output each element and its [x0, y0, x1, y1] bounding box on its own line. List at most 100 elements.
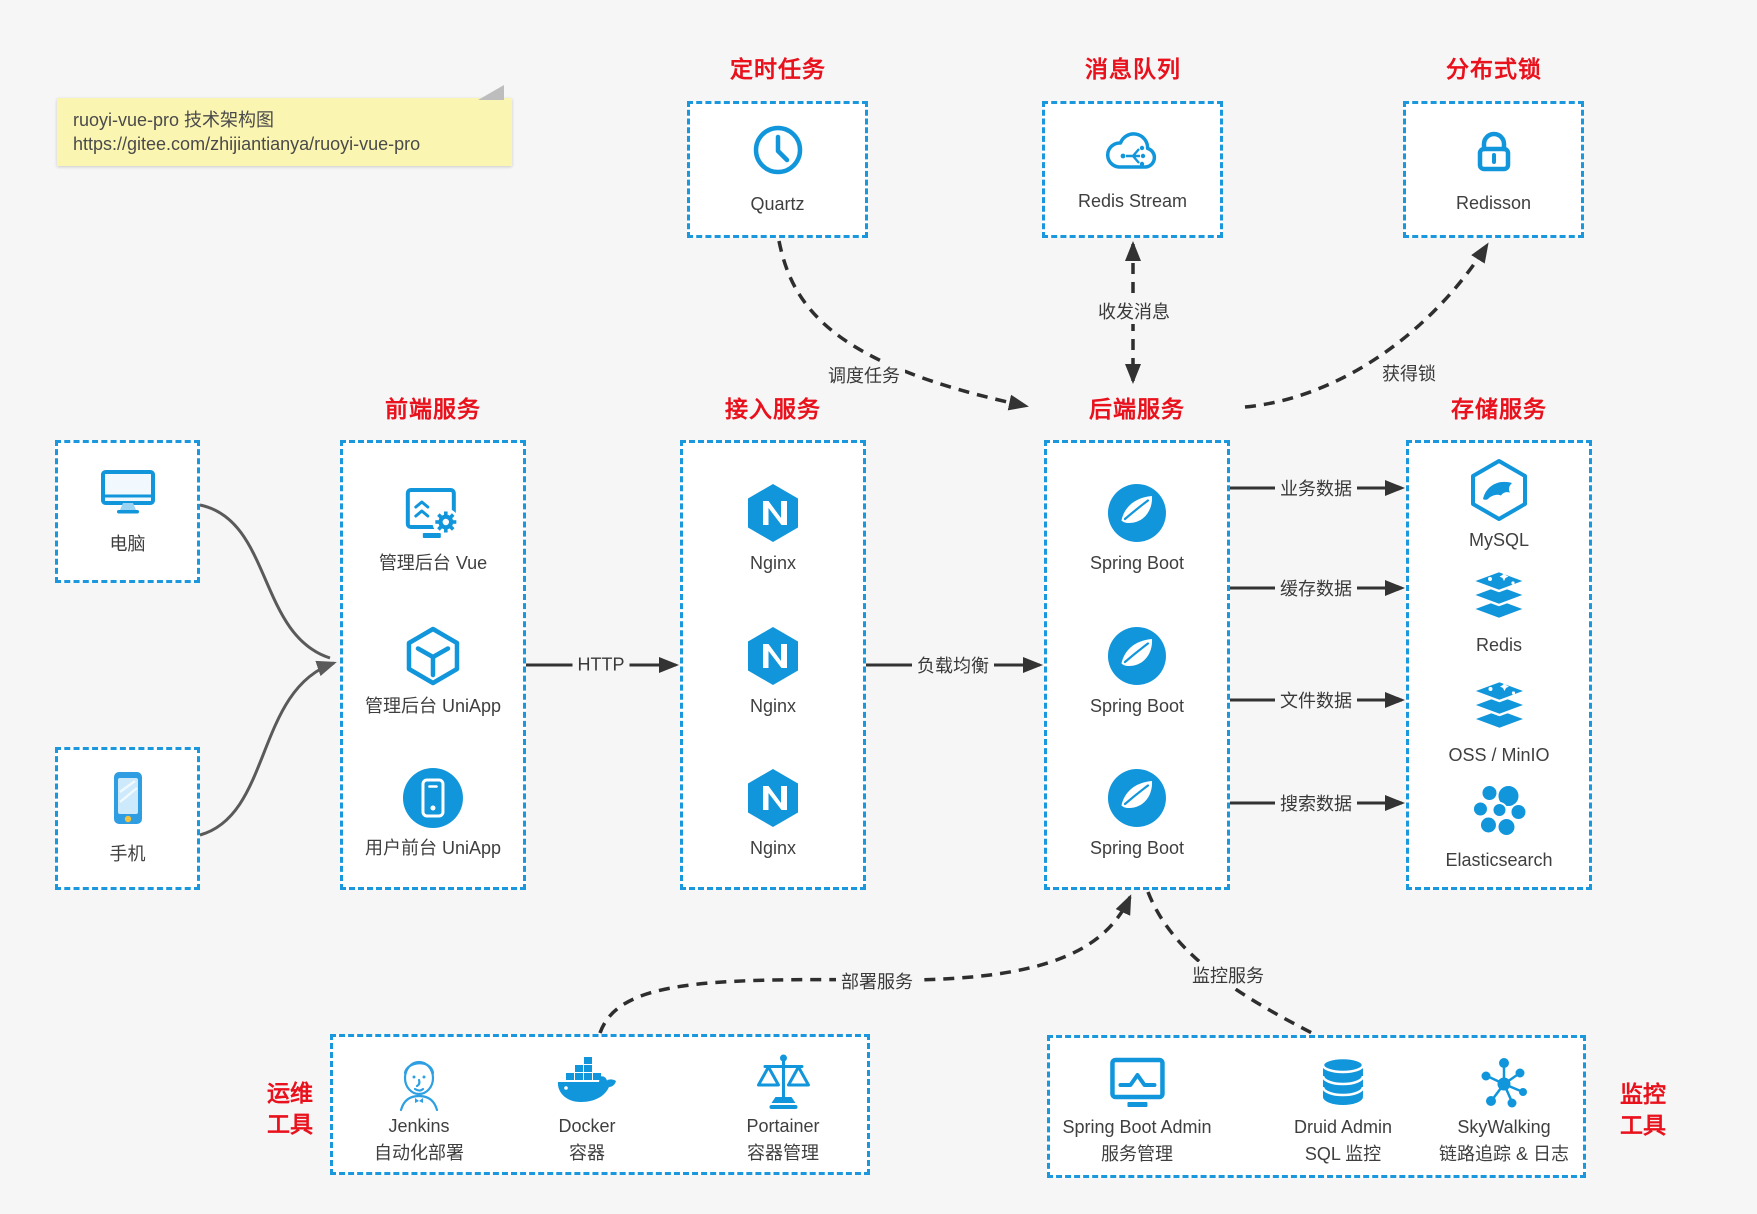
title-frontend-services: 前端服务 [385, 396, 481, 422]
node-label: Redis Stream [1077, 191, 1188, 212]
node-label: 手机 [109, 844, 146, 865]
node-jenkins: Jenkins 自动化部署 [374, 1053, 464, 1166]
node-admin-uniapp: 管理后台 UniApp [365, 623, 501, 718]
node-redisson: Redisson [1403, 101, 1584, 238]
node-docker: Docker 容器 [556, 1053, 618, 1166]
title-scheduled-tasks: 定时任务 [730, 56, 826, 82]
node-admin-vue: 管理后台 Vue [379, 480, 487, 575]
node-pc-client: 电脑 [55, 440, 200, 583]
desktop-icon [98, 466, 158, 523]
edge-label-deploy: 部署服务 [836, 968, 918, 994]
monitor-chart-icon [1108, 1054, 1166, 1112]
title-line: 工具 [267, 1111, 313, 1137]
title-ops-tools: 运维 工具 [267, 1078, 313, 1140]
title-backend-services: 后端服务 [1089, 396, 1185, 422]
note-fold-corner [478, 85, 504, 100]
node-label: Spring Boot [1089, 838, 1185, 858]
edge-label-search-data: 搜索数据 [1275, 790, 1357, 816]
lock-icon [1466, 123, 1522, 182]
node-label: Nginx [749, 553, 797, 573]
node-springboot-2: Spring Boot [1090, 623, 1184, 718]
spring-icon [1106, 623, 1168, 689]
node-label: 电脑 [109, 534, 146, 555]
gateway-column: Nginx Nginx Nginx [680, 440, 866, 890]
cloud-stream-icon [1102, 125, 1164, 180]
tool-desc: SQL 监控 [1304, 1144, 1382, 1165]
node-label: Redisson [1455, 193, 1532, 214]
edge-label-lock: 获得锁 [1377, 360, 1441, 386]
title-monitor-tools: 监控 工具 [1620, 1079, 1666, 1141]
node-portainer: Portainer 容器管理 [746, 1053, 820, 1166]
node-label: 管理后台 UniApp [364, 696, 502, 716]
admin-vue-icon [402, 480, 464, 546]
node-skywalking: SkyWalking 链路追踪 & 日志 [1439, 1054, 1569, 1167]
database-icon [1317, 1054, 1369, 1112]
title-line: 工具 [1620, 1112, 1666, 1138]
ops-tools-box: Jenkins 自动化部署 Docker 容器 [330, 1034, 870, 1175]
tool-desc: 服务管理 [1101, 1144, 1173, 1165]
monitor-tools-box: Spring Boot Admin 服务管理 Druid Admin SQL 监… [1047, 1035, 1586, 1178]
node-mysql: MySQL [1467, 457, 1531, 552]
node-label: Redis [1475, 635, 1523, 655]
clock-icon [750, 122, 806, 183]
nginx-icon [743, 623, 803, 689]
nginx-icon [743, 765, 803, 831]
portainer-icon [755, 1053, 811, 1111]
jenkins-icon [391, 1053, 447, 1112]
phone-to-frontend-curve [199, 660, 337, 837]
node-mobile-client: 手机 [55, 747, 200, 890]
note-title: ruoyi-vue-pro 技术架构图 [73, 110, 275, 130]
edge-label-schedule: 调度任务 [823, 362, 905, 388]
deploy-service-arrow [598, 894, 1132, 1034]
node-label: Spring Boot [1089, 553, 1185, 573]
title-distributed-lock: 分布式锁 [1446, 56, 1542, 82]
docker-icon [556, 1053, 618, 1111]
tool-name: Spring Boot Admin [1062, 1117, 1212, 1137]
node-label: OSS / MinIO [1448, 745, 1550, 765]
title-message-queue: 消息队列 [1085, 56, 1181, 82]
edge-label-load-balance: 负载均衡 [912, 652, 994, 678]
tool-desc: 自动化部署 [374, 1143, 464, 1164]
node-elasticsearch: Elasticsearch [1445, 777, 1553, 872]
backend-column: Spring Boot Spring Boot Spring Boot [1044, 440, 1230, 890]
node-springboot-3: Spring Boot [1090, 765, 1184, 860]
tool-name: Jenkins [388, 1116, 450, 1136]
edge-label-http: HTTP [572, 654, 630, 676]
node-label: Elasticsearch [1445, 850, 1553, 870]
edge-label-file-data: 文件数据 [1275, 687, 1357, 713]
tool-name: SkyWalking [1457, 1117, 1551, 1137]
user-app-icon [401, 765, 465, 831]
phone-icon [106, 770, 150, 833]
node-label: Nginx [749, 696, 797, 716]
node-label: Spring Boot [1089, 696, 1185, 716]
node-label: Quartz [750, 194, 805, 215]
spring-icon [1106, 765, 1168, 831]
edge-label-messaging: 收发消息 [1093, 298, 1175, 324]
title-line: 监控 [1620, 1081, 1666, 1107]
node-user-uniapp: 用户前台 UniApp [365, 765, 501, 860]
node-redis: Redis [1466, 562, 1532, 657]
sticky-note: ruoyi-vue-pro 技术架构图 https://gitee.com/zh… [57, 85, 512, 166]
skywalking-icon [1475, 1054, 1533, 1112]
spring-icon [1106, 480, 1168, 546]
pc-to-frontend-curve [199, 503, 331, 660]
edge-label-monitor: 监控服务 [1187, 962, 1269, 988]
node-springboot-admin: Spring Boot Admin 服务管理 [1062, 1054, 1212, 1167]
mysql-icon [1467, 457, 1531, 523]
tool-desc: 链路追踪 & 日志 [1438, 1144, 1570, 1165]
edge-label-business-data: 业务数据 [1275, 475, 1357, 501]
frontend-column: 管理后台 Vue 管理后台 UniApp 用户前台 UniApp [340, 440, 526, 890]
acquire-lock-arrow [1244, 242, 1489, 409]
node-label: 管理后台 Vue [378, 553, 488, 573]
tool-desc: 容器管理 [746, 1143, 819, 1164]
node-label: 用户前台 UniApp [364, 838, 502, 858]
edge-label-cache-data: 缓存数据 [1275, 575, 1357, 601]
nginx-icon [743, 480, 803, 546]
title-line: 运维 [267, 1080, 313, 1106]
tool-name: Druid Admin [1293, 1117, 1393, 1137]
tool-desc: 容器 [569, 1143, 605, 1164]
stack-icon [1466, 562, 1532, 628]
stack-icon [1466, 672, 1532, 738]
node-nginx-1: Nginx [743, 480, 803, 575]
tool-name: Docker [558, 1116, 616, 1136]
